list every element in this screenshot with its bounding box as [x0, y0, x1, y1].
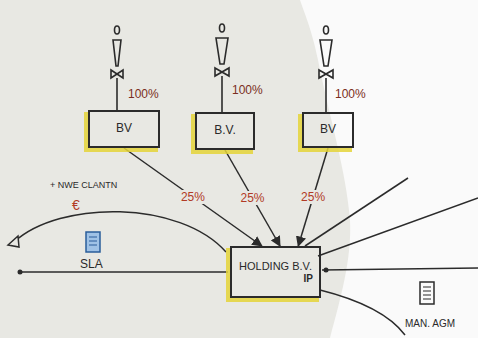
box-title: BV — [320, 123, 336, 137]
dot — [324, 268, 329, 273]
box-note: IP — [304, 273, 313, 285]
share-label: 25% — [299, 190, 327, 204]
person-figures — [111, 24, 333, 112]
sketch-note: 100% — [232, 84, 263, 97]
flow-lines — [8, 178, 478, 335]
company-box: BV — [302, 112, 354, 148]
box-title: B.V. — [214, 124, 236, 138]
box-title: HOLDING B.V. — [239, 260, 312, 273]
sketch-note: MAN. AGM — [405, 318, 455, 329]
sketch-note: 100% — [335, 88, 366, 101]
ownership-arrow — [298, 148, 328, 246]
box-title: BV — [116, 122, 132, 136]
holding-box: HOLDING B.V.IP — [230, 246, 321, 298]
company-box: BV — [88, 110, 160, 148]
document-icon — [420, 282, 434, 304]
company-box: B.V. — [195, 112, 255, 150]
white-shirt — [300, 0, 478, 338]
sketch-note: € — [72, 198, 80, 213]
share-label: 25% — [179, 190, 207, 204]
sketch-note: SLA — [80, 258, 103, 271]
dot — [18, 270, 23, 275]
ownership-arrow — [225, 150, 280, 246]
document-icon — [86, 232, 100, 252]
sketch-note: + NWE CLANTN — [50, 181, 117, 191]
share-label: 25% — [239, 191, 267, 205]
sketch-note: 100% — [128, 88, 159, 101]
